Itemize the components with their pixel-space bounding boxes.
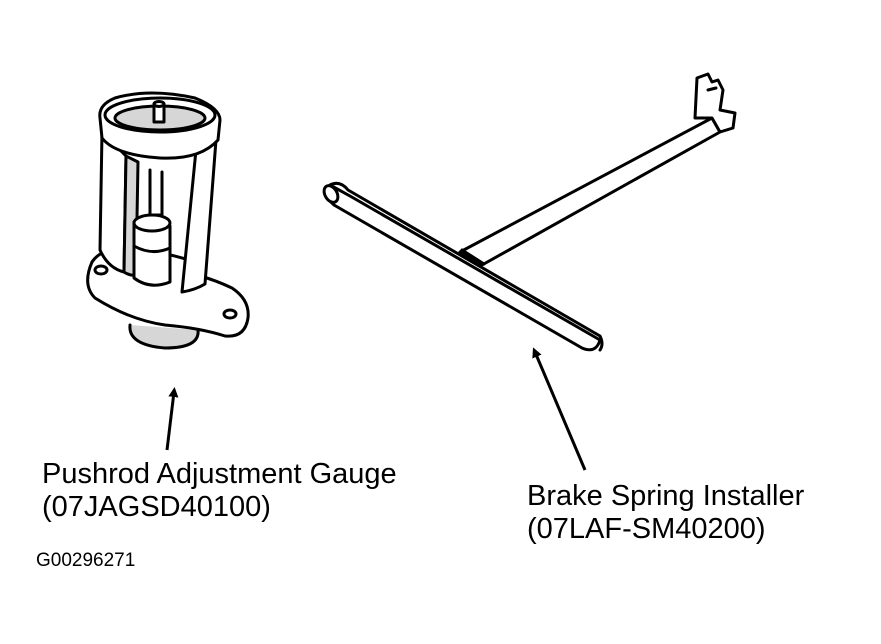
brake-spring-installer-label: Brake Spring Installer (07LAF-SM40200) [527,480,804,546]
pushrod-adjustment-gauge-illustration [86,91,250,350]
installer-pointer-arrow [532,347,587,471]
figure-id: G00296271 [36,550,136,571]
gauge-part-number: (07JAGSD40100) [42,491,271,523]
installer-name: Brake Spring Installer [527,480,805,512]
installer-part-number: (07LAF-SM40200) [527,513,766,545]
brake-spring-installer-illustration [322,72,737,352]
gauge-pointer-arrow [165,387,179,451]
gauge-name: Pushrod Adjustment Gauge [42,458,397,490]
pushrod-adjustment-gauge-label: Pushrod Adjustment Gauge (07JAGSD40100) [42,458,397,524]
